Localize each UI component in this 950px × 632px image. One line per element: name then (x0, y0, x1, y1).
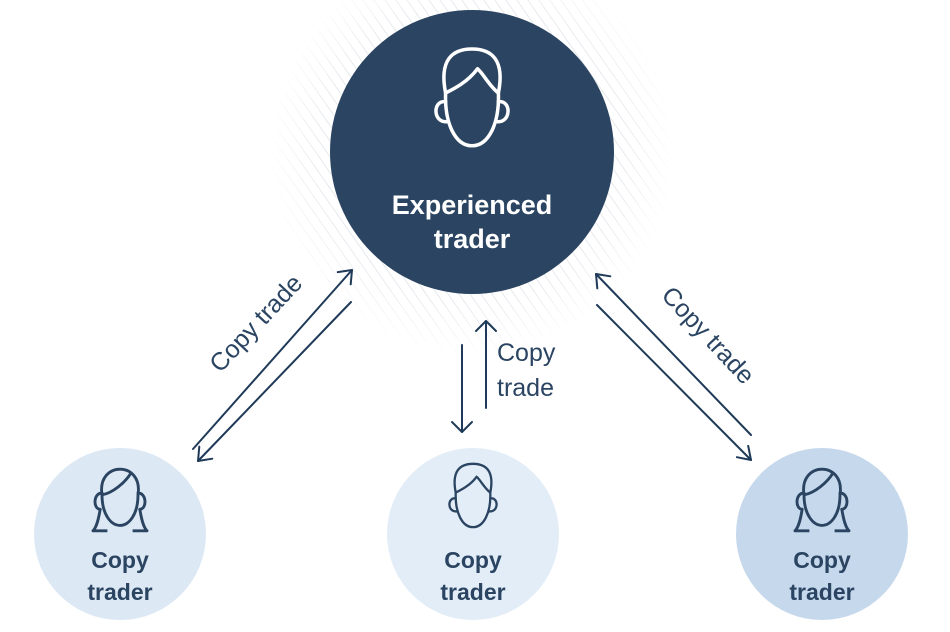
right-copy-trade-label: Copy trade (656, 281, 760, 390)
middle-arrow-down-head (451, 421, 473, 433)
right-copy-trade-arrows (595, 273, 752, 461)
copy-trader-circle-right (736, 448, 908, 620)
left-arrow-up-head (336, 269, 353, 286)
experienced-trader-node: Experienced trader (330, 10, 614, 294)
copy-trader-left-label-line1: Copy (91, 547, 149, 573)
right-arrow-down-line (596, 304, 752, 461)
copy-trader-node-right: Copy trader (736, 448, 908, 620)
middle-copy-trade-label-line2: trade (497, 374, 554, 402)
copy-trader-node-middle: Copy trader (387, 448, 559, 620)
experienced-trader-circle (330, 10, 614, 294)
copy-trader-circle-middle (387, 448, 559, 620)
middle-arrow-up-head (475, 320, 497, 332)
left-arrow-down-head (197, 445, 214, 462)
right-arrow-up-line (595, 273, 752, 436)
copy-trader-left-label-line2: trader (87, 579, 152, 605)
copy-trader-middle-label-line1: Copy (444, 547, 502, 573)
experienced-trader-label-line2: trader (434, 224, 511, 254)
copy-trader-right-label-line1: Copy (793, 547, 851, 573)
left-arrow-up-line (192, 269, 353, 450)
middle-copy-trade-arrows (451, 320, 497, 433)
middle-copy-trade-label-line1: Copy (497, 339, 556, 367)
right-arrow-up-head (595, 273, 612, 290)
copy-trader-right-label-line2: trader (789, 579, 854, 605)
copy-trader-node-left: Copy trader (34, 448, 206, 620)
copy-trader-circle-left (34, 448, 206, 620)
copy-trader-middle-label-line2: trader (440, 579, 505, 605)
left-copy-trade-arrows (192, 269, 353, 462)
left-arrow-down-line (197, 301, 352, 462)
experienced-trader-label-line1: Experienced (392, 190, 553, 220)
right-arrow-down-head (735, 444, 752, 461)
